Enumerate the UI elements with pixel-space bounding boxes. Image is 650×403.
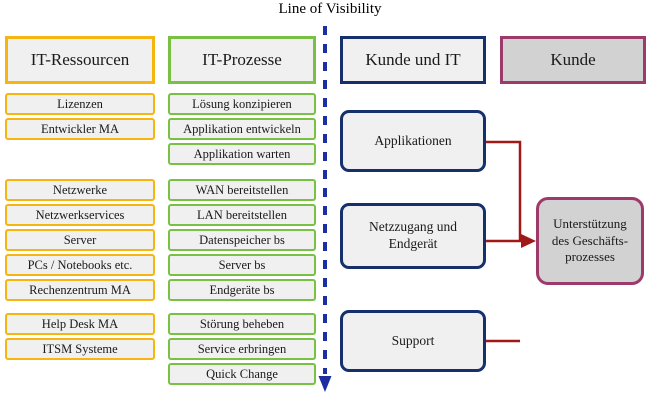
list-item: Lizenzen [5,93,155,115]
service-box-label-wrapper: Netzzugang und Endgerät [369,219,457,253]
column-header-it-ressourcen: IT-Ressourcen [5,36,155,84]
list-item: Störung beheben [168,313,316,335]
column-header-kunde-und-it: Kunde und IT [340,36,486,84]
list-item: Netzwerkservices [5,204,155,226]
list-item: Entwickler MA [5,118,155,140]
service-box-label: Support [391,332,435,348]
outcome-label-line2: des Geschäfts- [551,232,629,248]
list-item: Lösung konzipieren [168,93,316,115]
list-item: Applikation entwickeln [168,118,316,140]
list-item: Service erbringen [168,338,316,360]
list-item: WAN bereitstellen [168,179,316,201]
list-item: Datenspeicher bs [168,229,316,251]
service-box-label-line1: Netzzugang und [368,219,458,235]
list-item: Help Desk MA [5,313,155,335]
column-header-it-prozesse: IT-Prozesse [168,36,316,84]
arrowhead-to-outcome [521,234,536,248]
outcome-label-wrapper: Unterstützung des Geschäfts- prozesses [552,216,628,267]
service-box-applikationen: Applikationen [340,110,486,172]
list-item: Applikation warten [168,143,316,165]
service-box-support: Support [340,310,486,372]
list-item: LAN bereitstellen [168,204,316,226]
list-item: Server bs [168,254,316,276]
outcome-label-line1: Unterstützung [553,215,627,231]
service-box-netzzugang-und-endgeraet: Netzzugang und Endgerät [340,203,486,269]
service-box-label: Applikationen [374,132,452,148]
connector-applikationen [486,140,522,241]
line-of-visibility-title: Line of Visibility [278,1,382,17]
line-of-visibility-divider [318,26,332,392]
list-item: Server [5,229,155,251]
list-item: Endgeräte bs [168,279,316,301]
column-header-kunde: Kunde [500,36,646,84]
list-item: Quick Change [168,363,316,385]
list-item: PCs / Notebooks etc. [5,254,155,276]
outcome-label-line3: prozesses [565,249,615,265]
list-item: ITSM Systeme [5,338,155,360]
list-item: Netzwerke [5,179,155,201]
service-box-label-line2: Endgerät [388,236,438,251]
list-item: Rechenzentrum MA [5,279,155,301]
outcome-box-unterstuetzung-geschaeftsprozess: Unterstützung des Geschäfts- prozesses [536,197,644,285]
